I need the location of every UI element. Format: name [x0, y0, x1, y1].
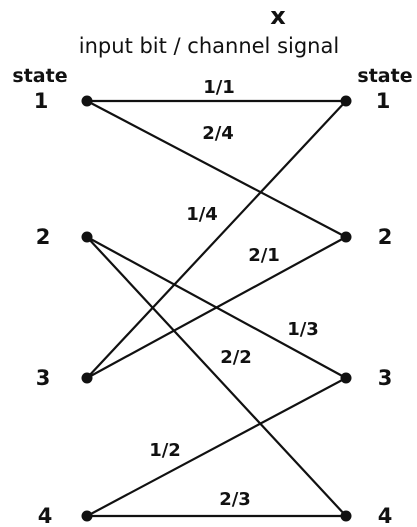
- left-state-node: [81, 510, 93, 522]
- branch-label: 2/1: [248, 245, 280, 266]
- right-state-node: [340, 95, 352, 107]
- right-state-number: 1: [376, 89, 391, 113]
- branch-1-to-2: [85, 99, 348, 239]
- right-state-number: 3: [378, 366, 393, 390]
- left-state-node: [81, 372, 93, 384]
- branch-4-to-3: [85, 376, 348, 518]
- right-state-number: 2: [378, 225, 393, 249]
- branch-label: 1/4: [186, 204, 218, 225]
- right-state-column: 1 2 3 4: [340, 89, 393, 527]
- right-state-number: 4: [378, 504, 393, 527]
- branch-label: 2/2: [220, 347, 252, 368]
- branch-2-to-4: [85, 235, 348, 518]
- left-state-column: 1 2 3 4: [34, 89, 93, 527]
- left-state-number: 2: [36, 225, 51, 249]
- right-column-header: state: [357, 65, 412, 87]
- branch-label: 2/4: [202, 123, 234, 144]
- branch-label: 1/3: [287, 319, 319, 340]
- branch-label: 2/3: [219, 489, 251, 510]
- left-state-node: [81, 95, 93, 107]
- left-state-number: 4: [38, 504, 53, 527]
- branch-label: 1/2: [149, 440, 181, 461]
- left-state-number: 3: [36, 366, 51, 390]
- header-subtitle: input bit / channel signal: [79, 34, 339, 58]
- left-state-node: [81, 231, 93, 243]
- right-state-node: [340, 231, 352, 243]
- trellis-branches: [85, 99, 348, 518]
- left-column-header: state: [12, 65, 67, 87]
- header-variable: x: [270, 2, 286, 30]
- right-state-node: [340, 510, 352, 522]
- branch-labels: 1/1 2/4 1/4 2/1 1/3 2/2 1/2 2/3: [149, 77, 319, 510]
- branch-3-to-1: [85, 99, 348, 380]
- left-state-number: 1: [34, 89, 49, 113]
- branch-label: 1/1: [203, 77, 235, 98]
- right-state-node: [340, 372, 352, 384]
- branch-2-to-3: [85, 235, 348, 380]
